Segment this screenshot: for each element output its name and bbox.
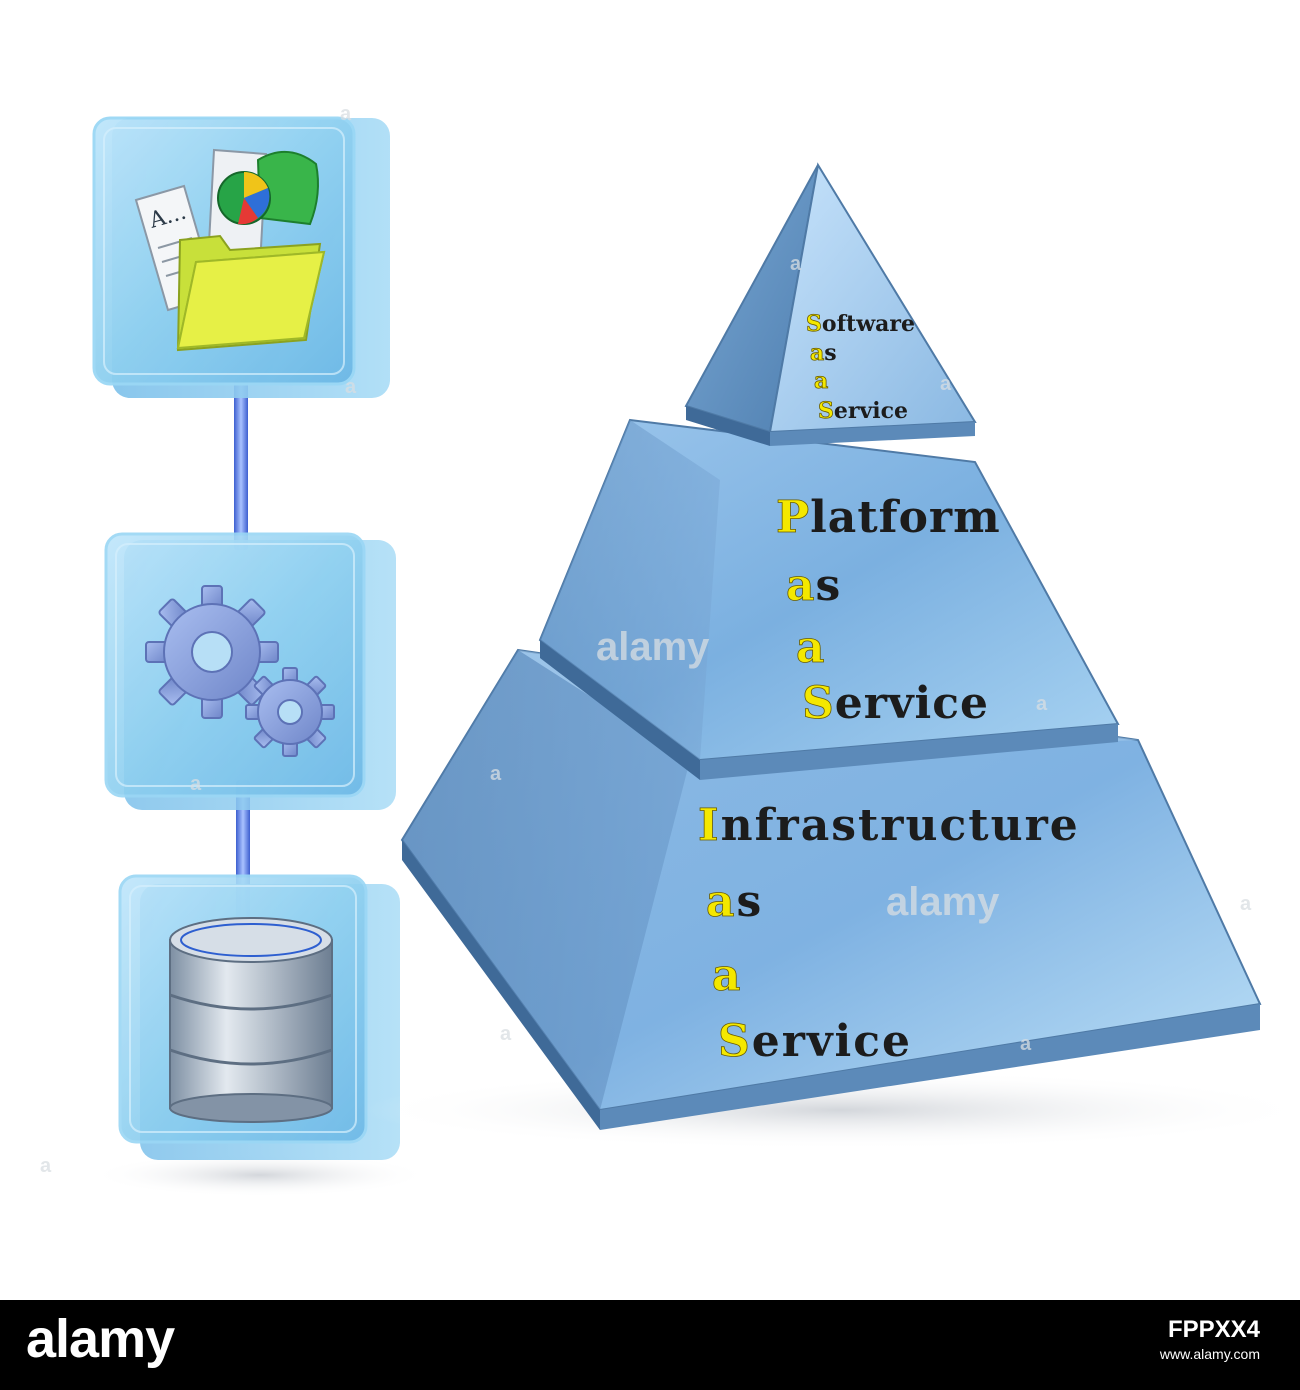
label-initial: I: [698, 800, 721, 851]
tier-label-iaas: Infrastructure as a Service: [698, 800, 1080, 1068]
platform-cube: [104, 532, 396, 810]
label-rest: s: [816, 560, 842, 611]
label-initial: S: [806, 311, 822, 337]
svg-text:Infrastructure: Infrastructure: [698, 800, 1080, 851]
watermark-mark: a: [40, 1155, 52, 1177]
cloud-service-diagram: A...: [40, 103, 1300, 1197]
stock-footer-bar: alamy FPPXX4 www.alamy.com: [0, 1300, 1300, 1390]
svg-text:Platform: Platform: [776, 492, 1001, 543]
gears-icon: [145, 585, 335, 757]
label-rest: ervice: [752, 1016, 912, 1067]
svg-text:as: as: [706, 876, 763, 927]
watermark-text: alamy: [596, 625, 710, 669]
service-stack: A...: [40, 103, 430, 1197]
pyramid-tier-saas: [684, 162, 977, 446]
label-initial: P: [776, 492, 810, 543]
label-rest: nfrastructure: [721, 800, 1080, 851]
footer-site: www.alamy.com: [1159, 1346, 1260, 1362]
svg-text:as: as: [810, 340, 837, 366]
label-initial: a: [706, 876, 737, 927]
svg-text:Service: Service: [818, 398, 908, 424]
label-rest: s: [737, 876, 764, 927]
footer-image-id: FPPXX4: [1167, 1316, 1260, 1343]
watermark-mark: a: [340, 103, 352, 125]
tier-label-paas: Platform as a Service: [776, 492, 1001, 730]
label-initial: a: [810, 340, 824, 366]
svg-text:a: a: [796, 622, 825, 673]
watermark-mark: a: [1020, 1033, 1032, 1055]
infrastructure-cube: [118, 874, 400, 1160]
svg-text:Service: Service: [718, 1016, 912, 1067]
label-initial: a: [712, 950, 741, 1001]
watermark-mark: a: [500, 1023, 512, 1045]
watermark-mark: a: [490, 763, 502, 785]
label-initial: a: [796, 622, 825, 673]
watermark-text: alamy: [886, 880, 1000, 924]
connector-rod-upper: [234, 380, 248, 550]
documents-folder-icon: A...: [134, 148, 326, 352]
footer-image-info: FPPXX4 www.alamy.com: [1160, 1318, 1260, 1366]
label-initial: a: [814, 368, 828, 394]
svg-text:a: a: [814, 368, 828, 394]
svg-text:as: as: [786, 560, 841, 611]
label-initial: S: [818, 398, 834, 424]
label-rest: latform: [810, 492, 1001, 543]
label-rest: s: [824, 340, 836, 366]
svg-text:Software: Software: [806, 311, 915, 337]
application-cube: A...: [92, 116, 390, 398]
label-rest: oftware: [822, 311, 915, 337]
watermark-mark: a: [1036, 693, 1048, 715]
footer-logo: alamy: [26, 1309, 175, 1369]
label-rest: ervice: [834, 398, 908, 424]
label-rest: ervice: [835, 678, 989, 729]
svg-text:a: a: [712, 950, 741, 1001]
watermark-mark: a: [190, 773, 202, 795]
watermark-mark: a: [790, 253, 802, 275]
label-initial: S: [718, 1016, 752, 1067]
watermark-mark: a: [1240, 893, 1252, 915]
pyramid-tier-paas: [538, 418, 1120, 780]
svg-text:Service: Service: [802, 678, 989, 729]
label-initial: S: [802, 678, 835, 729]
label-initial: a: [786, 560, 816, 611]
database-icon: [169, 917, 333, 1123]
watermark-mark: a: [345, 376, 357, 398]
watermark-mark: a: [940, 373, 952, 395]
service-pyramid: Software as a Service Platform as a Serv…: [360, 162, 1300, 1150]
tier-label-saas: Software as a Service: [806, 311, 915, 425]
